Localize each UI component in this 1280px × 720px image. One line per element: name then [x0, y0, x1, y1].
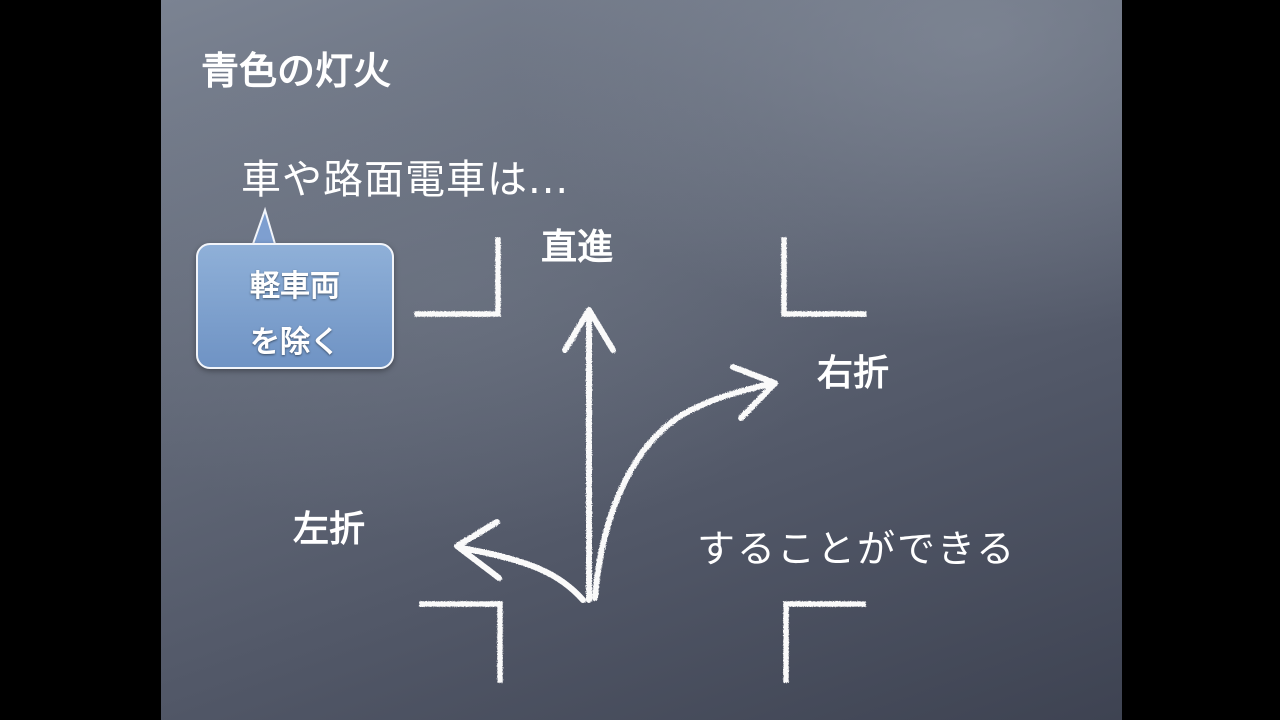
label-left-turn: 左折 [293, 509, 366, 550]
callout-tail [251, 206, 277, 245]
right-arrow-icon [592, 364, 778, 601]
callout-line-2: を除く [250, 325, 340, 360]
road-corner-top-right [781, 237, 867, 317]
left-arrow-icon [454, 519, 586, 603]
slide-subtitle: 車や路面電車は... [241, 157, 570, 203]
callout-box: 軽車両 を除く [196, 243, 394, 369]
callout-line-1: 軽車両 [250, 269, 340, 304]
slide: 青色の灯火 車や路面電車は... 軽車両 を除く 直進 右折 左折 することがで… [161, 0, 1122, 720]
road-corner-bottom-right [783, 601, 866, 683]
road-corner-top-left [414, 237, 501, 317]
road-corner-bottom-left [419, 601, 503, 683]
intersection-diagram [251, 206, 867, 683]
label-straight: 直進 [541, 227, 614, 268]
conclusion-text: することができる [697, 527, 1017, 571]
straight-arrow-icon [562, 307, 616, 603]
label-right-turn: 右折 [817, 353, 890, 394]
slide-title: 青色の灯火 [201, 49, 392, 93]
